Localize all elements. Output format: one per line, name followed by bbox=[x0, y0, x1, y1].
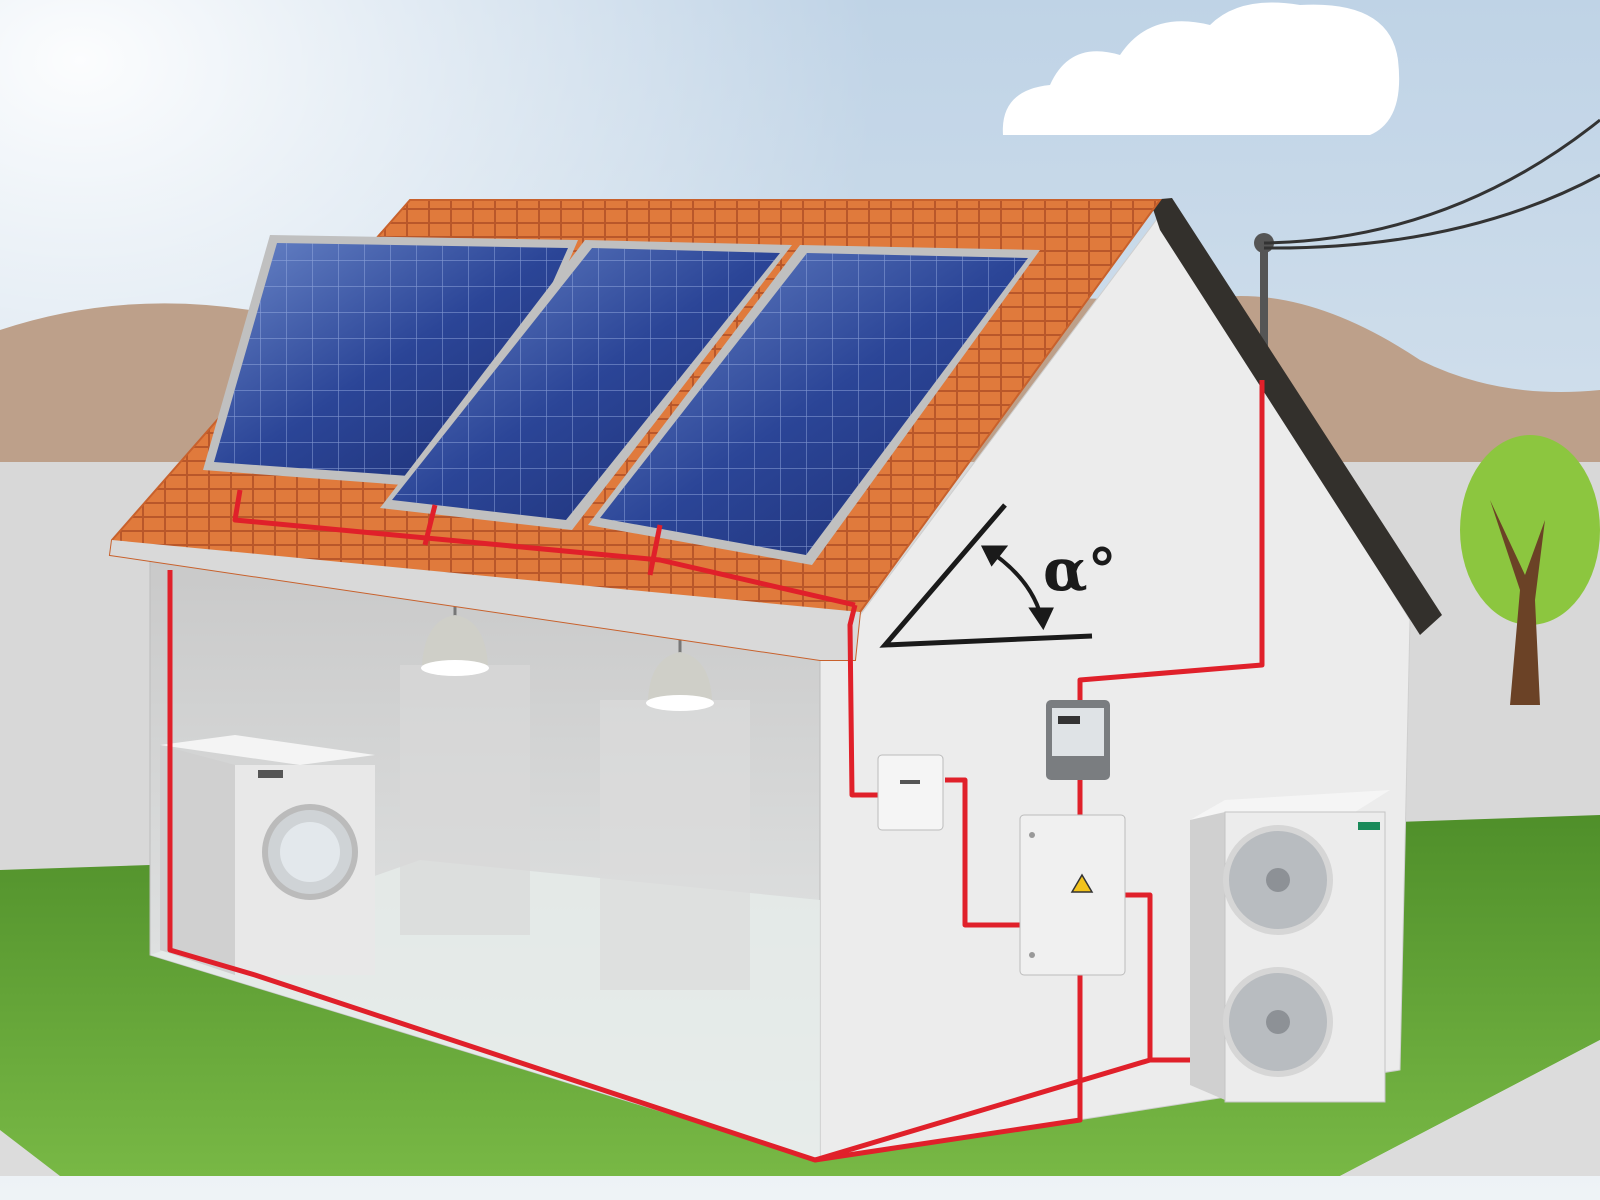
tilt-angle-symbol bbox=[879, 503, 1093, 648]
solar-panel-2 bbox=[380, 240, 792, 530]
heat-pump-outdoor-unit bbox=[1190, 790, 1390, 1103]
roof-fascia bbox=[110, 540, 860, 660]
inverter bbox=[877, 754, 944, 831]
path bbox=[1340, 1040, 1600, 1176]
interior-window bbox=[600, 700, 750, 990]
solar-panel-3 bbox=[588, 245, 1040, 565]
distribution-board bbox=[1019, 814, 1126, 976]
cloud bbox=[1002, 2, 1400, 135]
utility-connection bbox=[1254, 118, 1600, 385]
electrical-wiring bbox=[167, 380, 1265, 1163]
ceiling-lamp bbox=[421, 600, 489, 676]
ceiling-lamp bbox=[646, 640, 714, 711]
tilt-angle-label: α° bbox=[1043, 536, 1117, 604]
tree bbox=[1460, 435, 1600, 705]
roof-edge bbox=[1150, 198, 1442, 635]
electricity-meter bbox=[1046, 700, 1110, 780]
interior-door bbox=[400, 665, 530, 935]
washing-machine bbox=[160, 735, 375, 975]
path-left bbox=[0, 1130, 60, 1176]
